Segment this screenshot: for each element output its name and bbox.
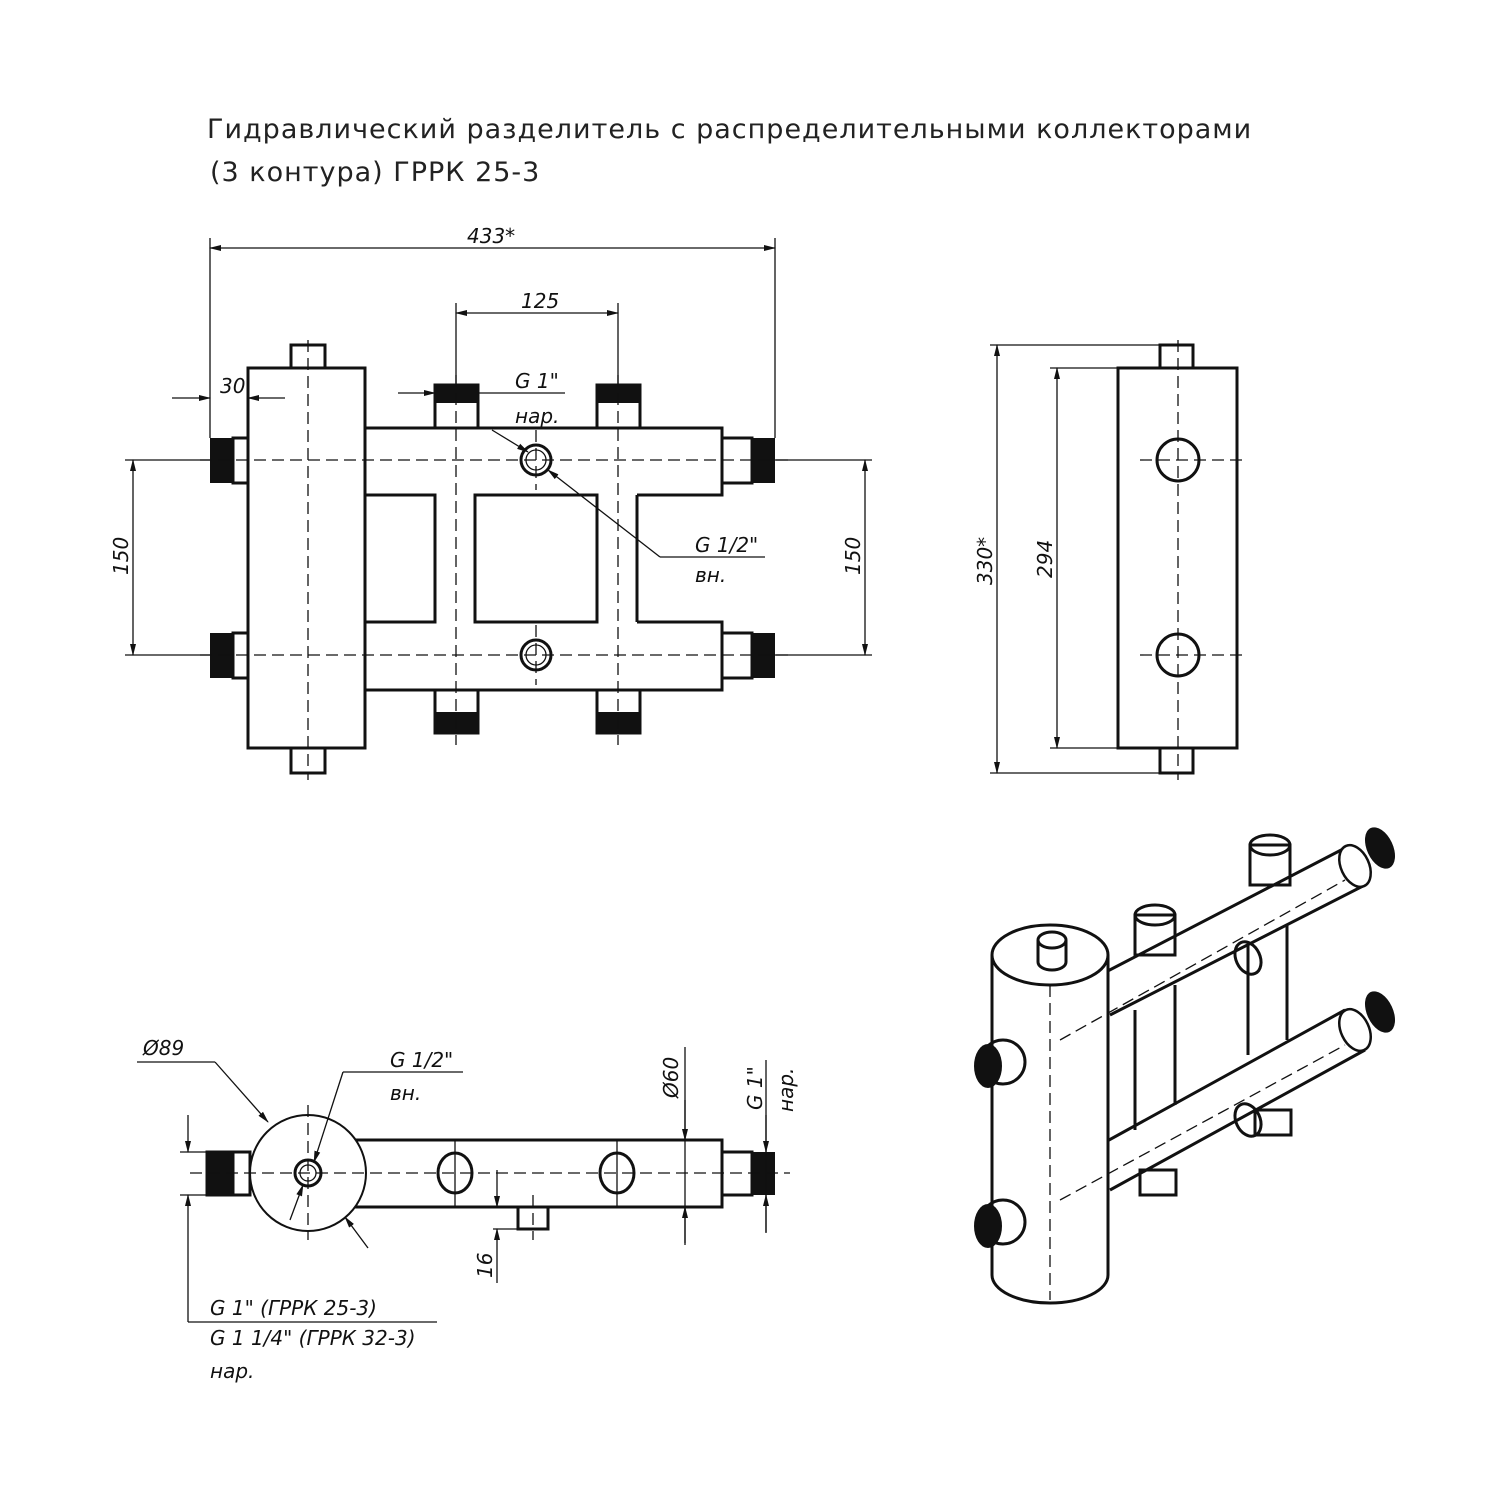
- dim-150-right: 150: [841, 537, 865, 575]
- side-view: 330* 294: [973, 340, 1245, 780]
- thread-left-label-2: G 1 1/4" (ГРРК 32-3): [210, 1326, 416, 1350]
- thread-left-label-1: G 1" (ГРРК 25-3): [210, 1296, 377, 1320]
- bottom-port-label: G 1/2": [390, 1048, 453, 1072]
- bottom-port-note: вн.: [390, 1081, 421, 1105]
- dim-294: 294: [1033, 540, 1057, 578]
- thread-top-note: нар.: [515, 404, 559, 428]
- dim-30: 30: [220, 374, 245, 398]
- thread-left-note: нар.: [210, 1359, 254, 1383]
- bottom-view: Ø89 G 1/2" вн. Ø60 G 1" нар. 16 G 1" (ГР…: [137, 1036, 798, 1383]
- thread-top-label: G 1": [515, 369, 559, 393]
- dim-60: Ø60: [659, 1057, 683, 1099]
- dim-330: 330*: [973, 537, 997, 585]
- dim-125: 125: [521, 289, 559, 313]
- dim-150-left: 150: [109, 537, 133, 575]
- title-line-2: (3 контура) ГРРК 25-3: [210, 157, 540, 188]
- isometric-view: [974, 827, 1396, 1305]
- dim-89: Ø89: [142, 1036, 184, 1060]
- front-view: 433* 125 30 G 1" нар. G 1/2" вн. 150 150: [109, 224, 872, 780]
- dim-433: 433*: [467, 224, 515, 248]
- dim-16: 16: [473, 1253, 497, 1278]
- port-label: G 1/2": [695, 533, 758, 557]
- thread-right-label: G 1": [743, 1066, 767, 1110]
- title-line-1: Гидравлический разделитель с распределит…: [207, 114, 1252, 145]
- thread-right-note: нар.: [774, 1068, 798, 1112]
- port-note: вн.: [695, 563, 726, 587]
